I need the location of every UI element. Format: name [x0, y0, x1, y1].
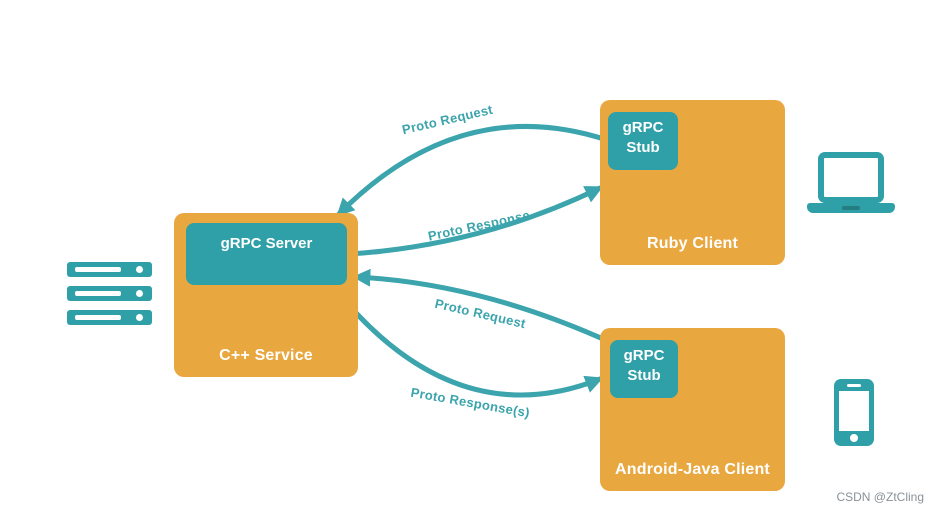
- phone-home-button: [850, 434, 858, 442]
- laptop-base: [807, 203, 895, 213]
- server-rack-led: [136, 266, 143, 273]
- server-rack-slot: [75, 315, 121, 320]
- proto-request-top-arrow: [336, 123, 610, 217]
- phone-speaker: [847, 384, 861, 387]
- cpp-service-label: C++ Service: [219, 347, 313, 364]
- smartphone-icon: [834, 379, 874, 446]
- ruby-grpc-stub-label: gRPC Stub: [622, 119, 664, 157]
- laptop-screen: [818, 152, 884, 203]
- proto-response-bottom-arrow: [333, 287, 604, 398]
- server-rack-led: [136, 314, 143, 321]
- android-grpc-stub-label: gRPC Stub: [623, 347, 665, 385]
- phone-screen: [839, 391, 869, 431]
- proto-response-top-arrow: [346, 185, 604, 257]
- server-rack-bar: [67, 286, 152, 301]
- android-grpc-stub-box: gRPC Stub: [610, 340, 678, 398]
- laptop-notch: [842, 206, 860, 210]
- ruby-client-label: Ruby Client: [646, 235, 739, 252]
- proto-request-bottom-arrow: [352, 268, 615, 346]
- server-rack-icon: [67, 262, 152, 326]
- android-java-client-label: Android-Java Client: [615, 461, 770, 478]
- watermark: CSDN @ZtCling: [836, 490, 924, 504]
- server-rack-slot: [75, 267, 121, 272]
- server-rack-bar: [67, 310, 152, 325]
- laptop-icon: [807, 150, 895, 214]
- server-rack-led: [136, 290, 143, 297]
- grpc-server-box: gRPC Server: [186, 223, 347, 285]
- server-rack-bar: [67, 262, 152, 277]
- ruby-grpc-stub-box: gRPC Stub: [608, 112, 678, 170]
- server-rack-slot: [75, 291, 121, 296]
- grpc-server-label: gRPC Server: [220, 235, 313, 252]
